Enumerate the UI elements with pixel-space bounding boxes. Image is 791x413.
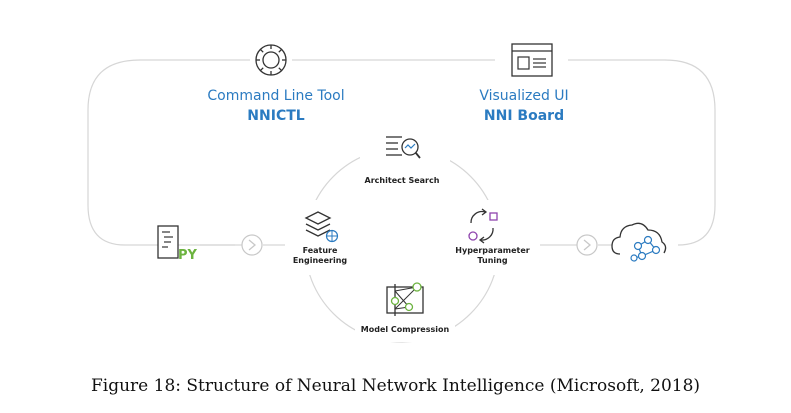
python-file-icon <box>157 225 179 259</box>
arrow-circle-icon-left <box>241 234 263 256</box>
figure-caption: Figure 18: Structure of Neural Network I… <box>90 376 701 396</box>
layers-icon <box>304 211 339 243</box>
outer-loop-right <box>568 59 716 246</box>
cli-tool-label: Command Line Tool <box>207 88 345 104</box>
ui-tool-name: NNI Board <box>483 108 565 124</box>
hyperparameter-label-2: Tuning <box>477 256 508 265</box>
window-icon <box>504 40 560 80</box>
cycle-icon <box>468 208 498 244</box>
python-badge: PY <box>178 248 197 263</box>
gear-icon <box>253 42 289 78</box>
feature-engineering-label-2: Engineering <box>292 256 348 265</box>
outer-loop-left <box>87 59 250 246</box>
architect-search-label: Architect Search <box>364 176 440 185</box>
cloud-network-icon <box>611 222 667 262</box>
cli-tool-name: NNICTL <box>247 108 305 124</box>
ui-tool-label: Visualized UI <box>479 88 569 104</box>
search-doc-icon <box>386 136 421 159</box>
network-compress-icon <box>386 282 424 316</box>
hyperparameter-label-1: Hyperparameter <box>455 246 530 255</box>
arrow-circle-icon-right <box>576 234 598 256</box>
model-compression-label: Model Compression <box>360 325 450 334</box>
feature-engineering-label-1: Feature <box>302 246 338 255</box>
